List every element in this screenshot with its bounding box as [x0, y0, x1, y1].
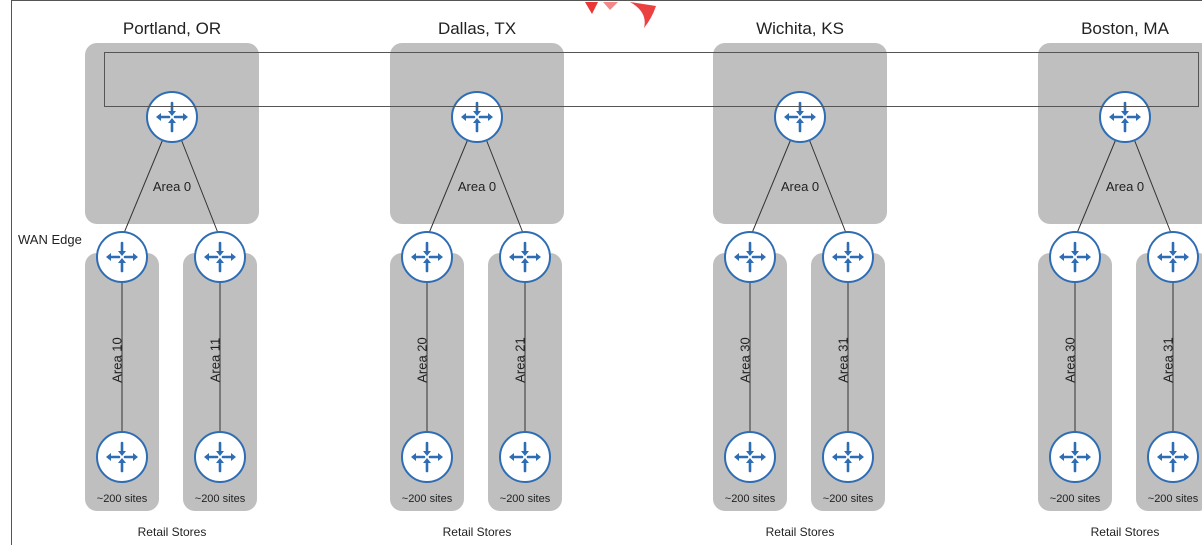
store-router-icon — [193, 430, 247, 484]
wan-edge-label: WAN Edge — [18, 232, 82, 247]
core-router-icon — [773, 90, 827, 144]
wan-edge-router-icon — [1048, 230, 1102, 284]
retail-stores-label: Retail Stores — [138, 525, 207, 539]
area-label: Area 30 — [1062, 337, 1077, 383]
wan-edge-router-icon — [95, 230, 149, 284]
area-label: Area 31 — [1160, 337, 1175, 383]
site-group: Dallas, TX Area 0 Area 20 Area 21 ~200 sites… — [390, 19, 564, 539]
site-count-label: ~200 sites — [823, 493, 874, 505]
area-0-label: Area 0 — [458, 179, 496, 194]
retail-stores-label: Retail Stores — [1091, 525, 1160, 539]
store-router-icon — [95, 430, 149, 484]
store-router-icon — [723, 430, 777, 484]
retail-stores-label: Retail Stores — [766, 525, 835, 539]
link — [1133, 138, 1172, 234]
site-count-label: ~200 sites — [402, 493, 453, 505]
wan-edge-router-icon — [1146, 230, 1200, 284]
branch-area-label: Area 20 — [414, 337, 429, 383]
site-group: Wichita, KS Area 0 Area 30 Area 31 ~200 site… — [713, 19, 887, 539]
area-label: Area 30 — [737, 337, 752, 383]
link — [180, 138, 219, 234]
branch-area-label: Area 11 — [207, 338, 222, 383]
link — [1076, 138, 1117, 234]
site-group: Portland, OR Area 0 Area 10 Area 11 ~200 sit… — [85, 19, 259, 539]
core-router-icon — [450, 90, 504, 144]
wan-core-ring — [104, 52, 1199, 107]
branch-area-label: Area 10 — [109, 337, 124, 383]
red-watermark-mark — [585, 2, 656, 28]
site-count-label: ~200 sites — [500, 493, 551, 505]
wan-edge-router-icon — [821, 230, 875, 284]
core-router-icon — [145, 90, 199, 144]
branch-area-label: Area 30 — [737, 337, 752, 383]
frame — [11, 0, 1202, 545]
link — [751, 138, 792, 234]
city-label: Dallas, TX — [438, 19, 516, 38]
area-label: Area 20 — [414, 337, 429, 383]
store-router-icon — [400, 430, 454, 484]
site-count-label: ~200 sites — [1050, 493, 1101, 505]
core-router-icon — [1098, 90, 1152, 144]
city-label: Boston, MA — [1081, 19, 1170, 38]
area-label: Area 11 — [207, 338, 222, 383]
wan-edge-router-icon — [193, 230, 247, 284]
wan-edge-router-icon — [498, 230, 552, 284]
site-count-label: ~200 sites — [97, 493, 148, 505]
area-label: Area 31 — [835, 337, 850, 383]
site-group: Boston, MA Area 0 Area 30 Area 31 ~200 sites… — [1038, 19, 1202, 539]
city-label: Portland, OR — [123, 19, 221, 38]
area-0-label: Area 0 — [153, 179, 191, 194]
area-0-label: Area 0 — [1106, 179, 1144, 194]
branch-area-label: Area 31 — [835, 337, 850, 383]
city-label: Wichita, KS — [756, 19, 844, 38]
area-label: Area 21 — [512, 337, 527, 383]
link — [485, 138, 524, 234]
site-count-label: ~200 sites — [195, 493, 246, 505]
branch-area-label: Area 21 — [512, 337, 527, 383]
site-count-label: ~200 sites — [1148, 493, 1199, 505]
link — [808, 138, 847, 234]
area-0-label: Area 0 — [781, 179, 819, 194]
site-count-label: ~200 sites — [725, 493, 776, 505]
store-router-icon — [1146, 430, 1200, 484]
branch-area-label: Area 30 — [1062, 337, 1077, 383]
wan-edge-router-icon — [400, 230, 454, 284]
retail-stores-label: Retail Stores — [443, 525, 512, 539]
link — [428, 138, 469, 234]
store-router-icon — [1048, 430, 1102, 484]
link — [123, 138, 164, 234]
area-label: Area 10 — [109, 337, 124, 383]
wan-edge-router-icon — [723, 230, 777, 284]
branch-area-label: Area 31 — [1160, 337, 1175, 383]
store-router-icon — [498, 430, 552, 484]
store-router-icon — [821, 430, 875, 484]
